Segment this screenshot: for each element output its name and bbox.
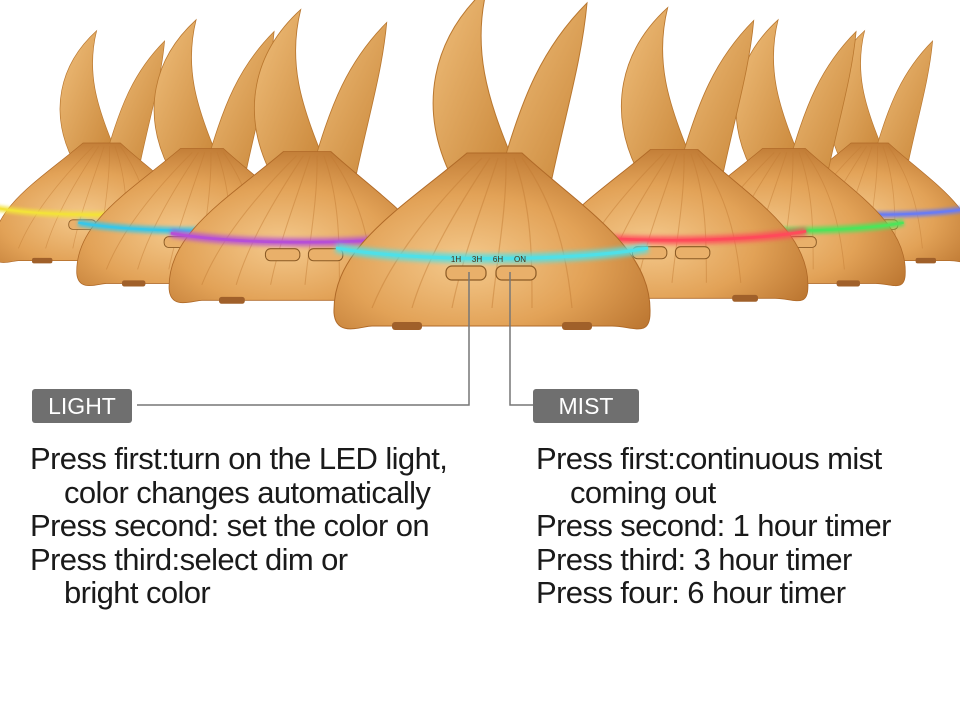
light-instruction-line: Press third:select dim or <box>30 541 348 577</box>
mist-label-badge: MIST <box>533 389 639 423</box>
timer-indicator-label: ON <box>514 255 526 264</box>
light-instruction-line: Press first:turn on the LED light, <box>30 441 448 476</box>
light-instruction-line: bright color <box>64 575 211 610</box>
timer-indicator-label: 1H <box>451 255 461 264</box>
light-label-badge: LIGHT <box>32 389 132 423</box>
mist-instructions: Press first:continuous mist coming out P… <box>536 442 956 610</box>
mist-instruction-line: Press third: 3 hour timer <box>536 541 852 577</box>
mist-instruction-line: Press second: 1 hour timer <box>536 508 891 543</box>
light-instruction-line: color changes automatically <box>64 474 431 510</box>
timer-indicator-label: 3H <box>472 255 482 264</box>
light-instructions: Press first:turn on the LED light, color… <box>30 442 530 610</box>
timer-indicator-label: 6H <box>493 255 503 264</box>
mist-instruction-line: coming out <box>570 474 716 510</box>
mist-instruction-line: Press four: 6 hour timer <box>536 575 846 610</box>
mist-instruction-line: Press first:continuous mist <box>536 441 882 476</box>
diffuser-product-photo: 1H 3H 6H ON <box>0 0 960 330</box>
light-instruction-line: Press second: set the color on <box>30 508 430 543</box>
